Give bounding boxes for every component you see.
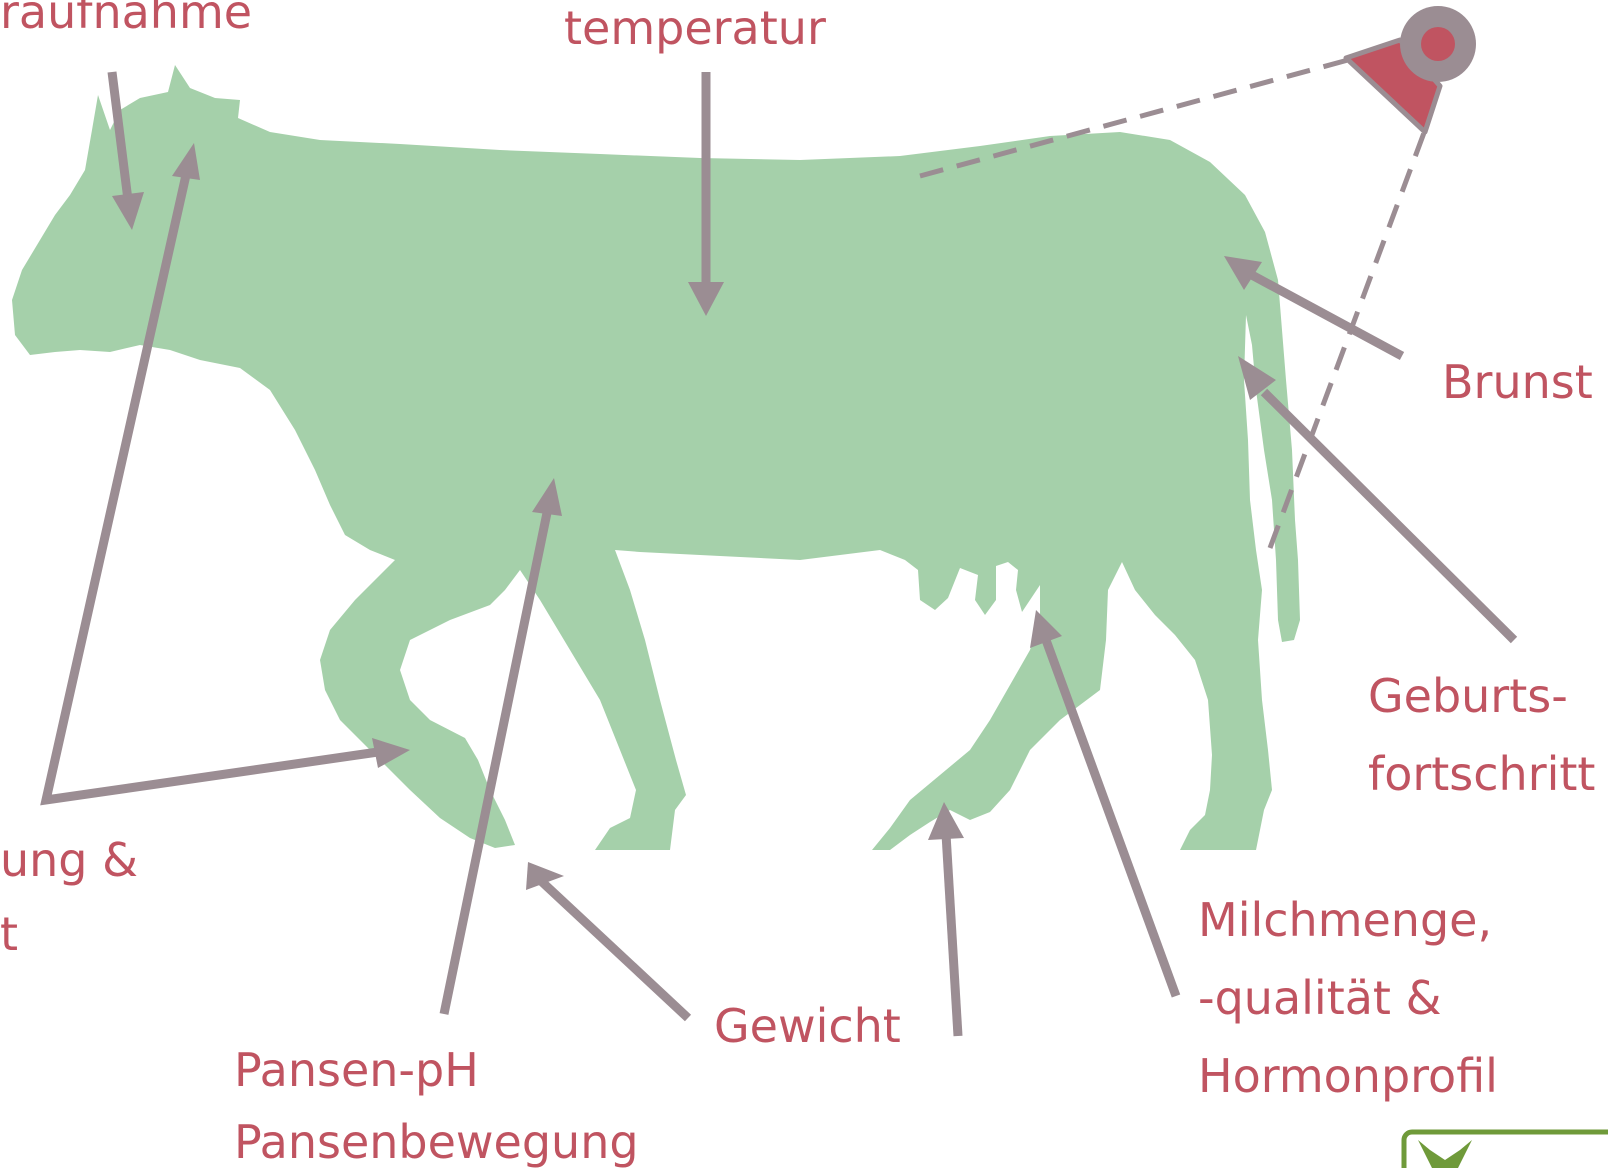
label-pansen-line1: Pansen-pH — [234, 1043, 479, 1097]
logo-icon — [1404, 1132, 1608, 1168]
label-temperatur: temperatur — [564, 1, 826, 55]
label-milch-line1: Milchmenge, — [1198, 893, 1492, 947]
label-brunst: Brunst — [1442, 355, 1593, 409]
arrow-milch — [1030, 610, 1176, 996]
arrow-gewicht-leg — [526, 862, 688, 1018]
label-gewicht: Gewicht — [714, 999, 901, 1053]
label-bewegung-line2: t — [0, 907, 18, 961]
label-bewegung-line1: ung & — [0, 833, 138, 887]
pedometer-sensor-icon — [1346, 6, 1476, 132]
arrow-gewicht-hoof — [928, 802, 964, 1036]
label-futteraufnahme: raufnahme — [0, 0, 252, 39]
cow-silhouette — [12, 65, 1300, 850]
label-geburt-line2: fortschritt — [1368, 747, 1595, 801]
label-pansen-line2: Pansenbewegung — [234, 1115, 639, 1168]
label-geburt-line1: Geburts- — [1368, 669, 1568, 723]
label-milch-line3: Hormonprofil — [1198, 1049, 1498, 1103]
label-milch-line2: -qualität & — [1198, 971, 1441, 1025]
